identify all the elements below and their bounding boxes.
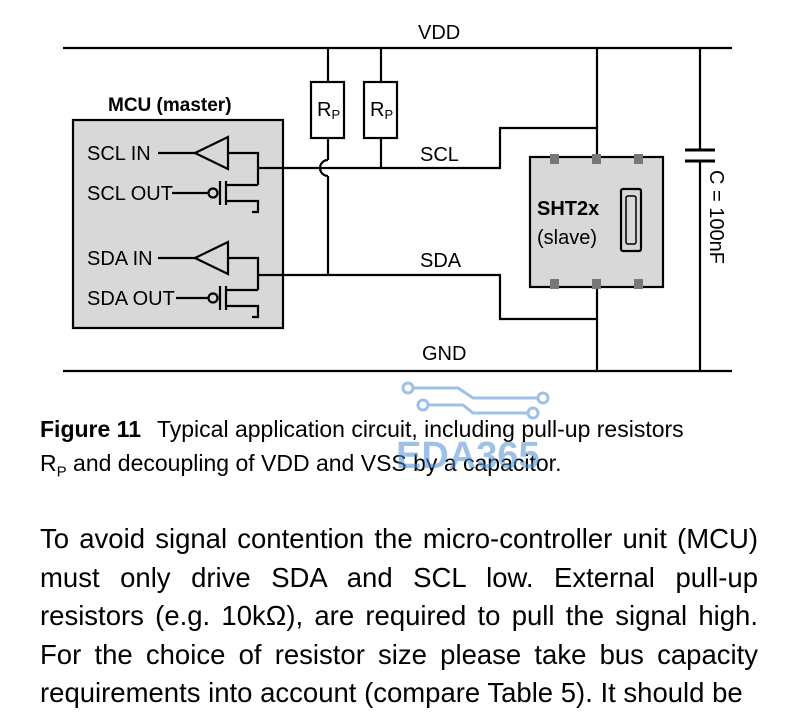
sda-line <box>258 273 599 321</box>
body-paragraph: To avoid signal contention the micro-con… <box>40 523 758 708</box>
resistor-rp1-label-sub: P <box>331 107 340 122</box>
sensor-pad-6 <box>634 279 643 289</box>
resistor-rp1-label-main: R <box>317 99 331 121</box>
sda-out-gate-bubble <box>207 292 219 304</box>
sensor-pad-3 <box>634 154 643 164</box>
resistor-rp2-label-sub: P <box>384 107 393 122</box>
caption-line2: and decoupling of VDD and VSS by a capac… <box>66 450 562 476</box>
vdd-label: VDD <box>418 22 460 44</box>
sensor-pad-1 <box>550 154 559 164</box>
caption-rp-sub: P <box>56 463 67 481</box>
scl-in-label: SCL IN <box>87 143 151 165</box>
figure-caption: Figure 11 Typical application circuit, in… <box>40 412 758 490</box>
caption-rp: R <box>40 450 57 476</box>
sda-in-label: SDA IN <box>87 248 153 270</box>
sensor-pad-4 <box>550 279 559 289</box>
scl-in-to-bus <box>228 151 260 185</box>
sensor-window <box>619 187 643 253</box>
sensor-window-inner <box>625 195 637 245</box>
scl-out-gate-bubble <box>207 187 219 199</box>
sensor-box <box>528 155 665 289</box>
scl-line <box>258 126 599 170</box>
sda-in-to-bus <box>228 256 260 290</box>
capacitor-label: C = 100nF <box>705 170 727 264</box>
scl-out-label: SCL OUT <box>87 183 173 205</box>
figure-label: Figure 11 <box>40 416 141 442</box>
sensor-name: SHT2x <box>537 198 599 220</box>
sda-label: SDA <box>420 250 462 272</box>
sensor-pad-2 <box>592 154 601 164</box>
sda-out-source <box>226 304 260 319</box>
resistor-rp1 <box>309 80 346 140</box>
sensor-pad-5 <box>592 279 601 289</box>
scl-out-source <box>226 199 260 214</box>
circuit-diagram: VDD GND SCL SDA MCU (master) SCL IN SCL … <box>63 22 732 373</box>
gnd-label: GND <box>422 343 466 365</box>
resistor-rp2-label-main: R <box>370 99 384 121</box>
resistor-rp2-label: RP <box>370 99 393 122</box>
resistor-rp2 <box>362 80 399 140</box>
mcu-box <box>71 118 285 330</box>
scl-label: SCL <box>420 144 459 166</box>
caption-line1: Typical application circuit, including p… <box>156 416 684 442</box>
sensor-role: (slave) <box>537 227 597 249</box>
mcu-title: MCU (master) <box>108 95 232 116</box>
watermark-node-2 <box>416 398 430 412</box>
resistor-rp1-label: RP <box>317 99 340 122</box>
sda-out-label: SDA OUT <box>87 288 175 310</box>
